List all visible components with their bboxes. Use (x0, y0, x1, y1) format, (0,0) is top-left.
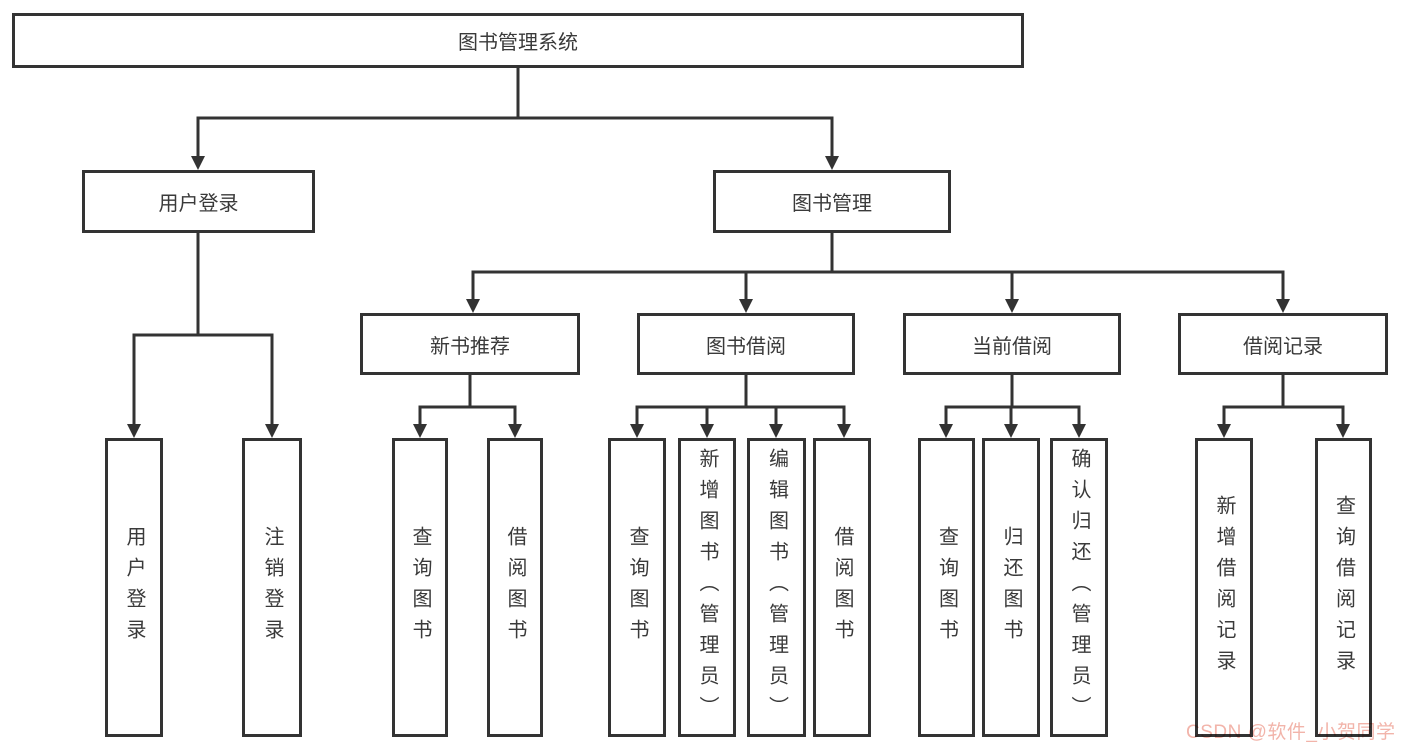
arrowhead-icon (466, 299, 480, 313)
leaf-label: 确认归还（管理员） (1068, 448, 1090, 727)
arrowhead-icon (1072, 424, 1086, 438)
arrowhead-icon (939, 424, 953, 438)
arrowhead-icon (630, 424, 644, 438)
arrowhead-icon (265, 424, 279, 438)
leaf-label: 新增图书（管理员） (696, 448, 718, 727)
leaf-label: 注销登录 (261, 525, 283, 650)
leaf-borrow-edit-books-admin: 编辑图书（管理员） (747, 438, 806, 737)
leaf-current-return-books: 归还图书 (982, 438, 1040, 737)
leaf-label: 新增借阅记录 (1213, 494, 1235, 681)
leaf-label: 查询图书 (626, 525, 648, 650)
node-borrow-records: 借阅记录 (1178, 313, 1388, 375)
node-user-login: 用户登录 (82, 170, 315, 233)
arrowhead-icon (1336, 424, 1350, 438)
leaf-borrow-add-books-admin: 新增图书（管理员） (678, 438, 736, 737)
leaf-newbooks-query-books: 查询图书 (392, 438, 448, 737)
leaf-borrow-borrow-books: 借阅图书 (813, 438, 871, 737)
leaf-label: 借阅图书 (504, 525, 526, 650)
arrowhead-icon (769, 424, 783, 438)
leaf-current-confirm-return-admin: 确认归还（管理员） (1050, 438, 1108, 737)
arrowhead-icon (837, 424, 851, 438)
leaf-borrow-query-books: 查询图书 (608, 438, 666, 737)
arrowhead-icon (413, 424, 427, 438)
arrowhead-icon (191, 156, 205, 170)
arrowhead-icon (700, 424, 714, 438)
leaf-records-add-borrow-record: 新增借阅记录 (1195, 438, 1253, 737)
leaf-label: 查询借阅记录 (1332, 494, 1355, 681)
leaf-label: 编辑图书（管理员） (765, 448, 788, 727)
arrowhead-icon (1276, 299, 1290, 313)
arrowhead-icon (1005, 299, 1019, 313)
arrowhead-icon (825, 156, 839, 170)
node-current-borrowing: 当前借阅 (903, 313, 1121, 375)
leaf-label: 用户登录 (123, 525, 145, 650)
arrowhead-icon (1004, 424, 1018, 438)
leaf-newbooks-borrow-books: 借阅图书 (487, 438, 543, 737)
leaf-logout: 注销登录 (242, 438, 302, 737)
node-book-borrowing: 图书借阅 (637, 313, 855, 375)
arrowhead-icon (508, 424, 522, 438)
node-library-management-system: 图书管理系统 (12, 13, 1024, 68)
leaf-label: 借阅图书 (831, 525, 853, 650)
arrowhead-icon (127, 424, 141, 438)
node-new-book-recommend: 新书推荐 (360, 313, 580, 375)
leaf-records-query-borrow-record: 查询借阅记录 (1315, 438, 1372, 737)
arrowhead-icon (739, 299, 753, 313)
arrowhead-icon (1217, 424, 1231, 438)
leaf-user-login: 用户登录 (105, 438, 163, 737)
tree-edges (132, 66, 1345, 428)
leaf-label: 查询图书 (935, 525, 958, 650)
leaf-label: 归还图书 (1000, 525, 1022, 650)
leaf-label: 查询图书 (409, 525, 431, 650)
node-book-management: 图书管理 (713, 170, 951, 233)
leaf-current-query-books: 查询图书 (918, 438, 975, 737)
